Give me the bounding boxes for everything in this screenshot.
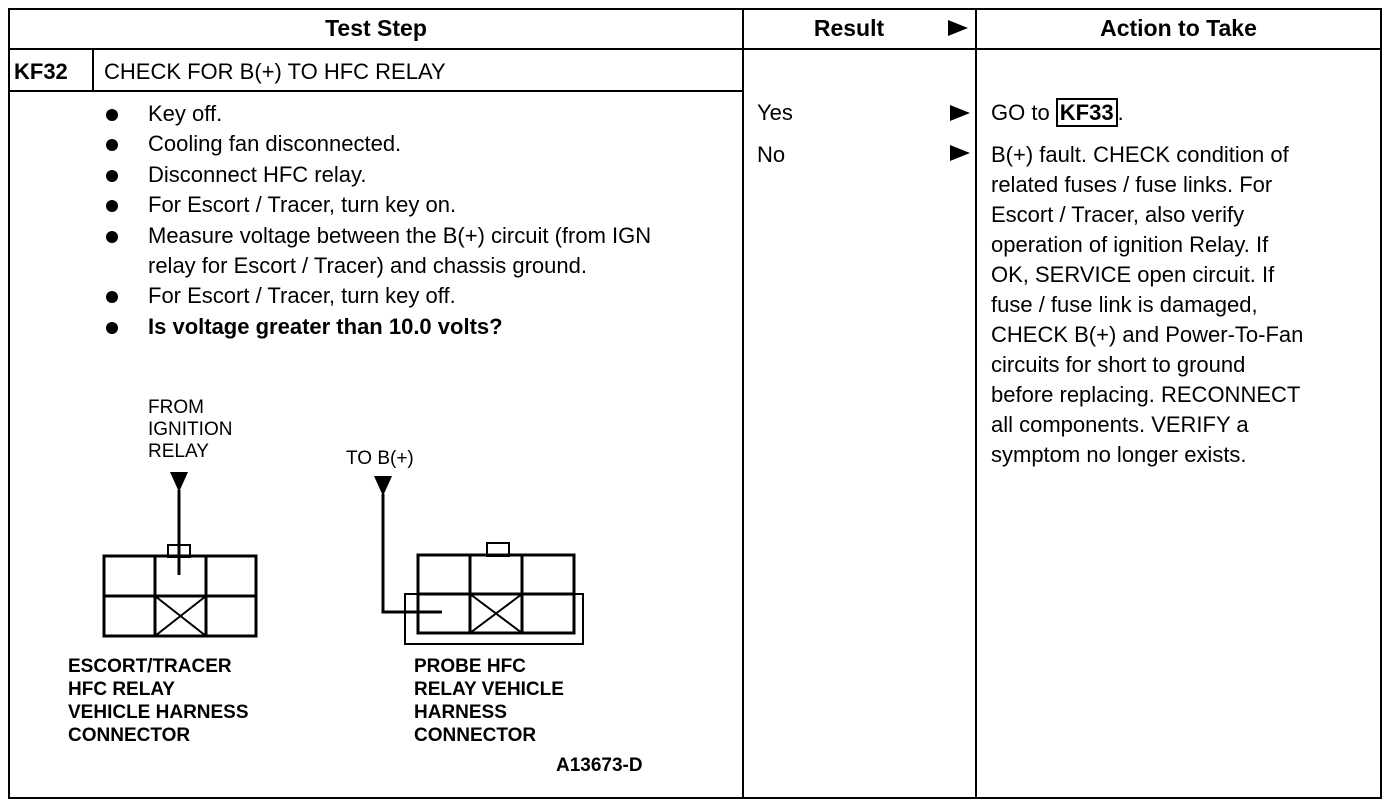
- bullet-question: Is voltage greater than 10.0 volts?: [100, 312, 680, 342]
- header-result: Result: [813, 15, 885, 41]
- kf33-reference-link[interactable]: KF33: [1055, 98, 1118, 127]
- col-divider-2: [975, 8, 977, 799]
- caption-line: CONNECTOR: [68, 725, 191, 746]
- header-bottom-rule: [8, 48, 1382, 50]
- top-border: [8, 8, 1382, 10]
- code-divider: [92, 48, 94, 92]
- result-yes-arrow-icon: [950, 105, 970, 121]
- action-no-line: circuits for short to ground: [991, 352, 1246, 377]
- action-no-line: operation of ignition Relay. If: [991, 232, 1269, 257]
- header-test-step: Test Step: [325, 15, 427, 41]
- from-ignition-label: FROM IGNITION RELAY: [148, 397, 232, 463]
- caption-line: PROBE HFC: [414, 656, 526, 677]
- action-yes-prefix: GO to: [991, 100, 1056, 125]
- result-yes: Yes: [757, 100, 793, 125]
- bottom-border: [8, 797, 1382, 799]
- right-probe-arrow-icon: [374, 476, 392, 496]
- caption-line: VEHICLE HARNESS: [68, 702, 249, 723]
- caption-line: ESCORT/TRACER: [68, 656, 232, 677]
- bullet-item: Key off.: [100, 99, 680, 129]
- from-label-line: RELAY: [148, 441, 209, 462]
- bullet-item: For Escort / Tracer, turn key on.: [100, 190, 680, 220]
- left-probe-arrow-icon: [170, 472, 188, 492]
- from-label-line: FROM: [148, 397, 204, 418]
- bullet-item: Disconnect HFC relay.: [100, 160, 680, 190]
- caption-line: RELAY VEHICLE: [414, 679, 564, 700]
- result-no: No: [757, 142, 786, 167]
- right-border: [1380, 8, 1382, 799]
- step-bullets: Key off. Cooling fan disconnected. Disco…: [100, 99, 680, 342]
- right-connector-outline: [404, 593, 584, 645]
- figure-id: A13673-D: [556, 755, 643, 776]
- action-no-line: Escort / Tracer, also verify: [991, 202, 1245, 227]
- action-no-line: CHECK B(+) and Power-To-Fan: [991, 322, 1304, 347]
- action-no-line: B(+) fault. CHECK condition of: [991, 142, 1289, 167]
- bullet-item: Measure voltage between the B(+) circuit…: [100, 221, 680, 282]
- escort-tracer-caption: ESCORT/TRACER HFC RELAY VEHICLE HARNESS …: [68, 655, 249, 747]
- probe-caption: PROBE HFC RELAY VEHICLE HARNESS CONNECTO…: [414, 655, 564, 747]
- step-title-rule: [8, 90, 744, 92]
- bullet-item: For Escort / Tracer, turn key off.: [100, 281, 680, 311]
- action-no: B(+) fault. CHECK condition of related f…: [991, 140, 1376, 470]
- action-no-line: related fuses / fuse links. For: [991, 172, 1273, 197]
- action-no-line: fuse / fuse link is damaged,: [991, 292, 1258, 317]
- left-border: [8, 8, 10, 799]
- bullet-item: Cooling fan disconnected.: [100, 129, 680, 159]
- result-no-arrow-icon: [950, 145, 970, 161]
- action-no-line: before replacing. RECONNECT: [991, 382, 1301, 407]
- step-title: CHECK FOR B(+) TO HFC RELAY: [104, 59, 446, 84]
- caption-line: CONNECTOR: [414, 725, 537, 746]
- header-action: Action to Take: [1100, 15, 1257, 41]
- step-code: KF32: [14, 59, 68, 84]
- action-no-line: OK, SERVICE open circuit. If: [991, 262, 1275, 287]
- to-b-plus-label: TO B(+): [346, 448, 414, 469]
- col-divider-1: [742, 8, 744, 799]
- right-probe-wire: [381, 494, 442, 614]
- action-no-line: all components. VERIFY a: [991, 412, 1249, 437]
- action-yes: GO to KF33.: [991, 98, 1124, 128]
- header-arrow-icon: [948, 20, 968, 36]
- action-yes-suffix: .: [1117, 100, 1124, 125]
- caption-line: HFC RELAY: [68, 679, 175, 700]
- caption-line: HARNESS: [414, 702, 507, 723]
- action-no-line: symptom no longer exists.: [991, 442, 1247, 467]
- from-label-line: IGNITION: [148, 419, 233, 440]
